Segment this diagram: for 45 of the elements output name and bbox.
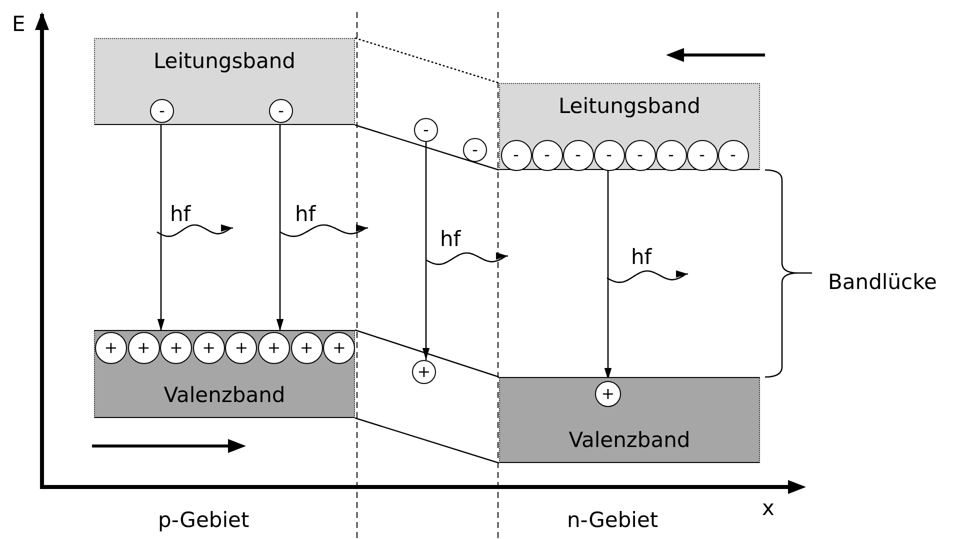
electron-circle: - <box>269 99 293 123</box>
electron-circle: - <box>562 140 594 170</box>
electron-circle: - <box>718 140 748 170</box>
conduction-band-box <box>499 83 760 170</box>
electron-circle: - <box>500 140 532 170</box>
photon-label: hf <box>170 204 191 225</box>
transition-arrow <box>604 170 612 380</box>
electron-circle: - <box>414 118 438 142</box>
hole-circle: + <box>323 332 356 364</box>
band-gap-label: Bandlücke <box>828 272 937 293</box>
electron-circle: - <box>686 140 718 170</box>
axis-label: E <box>12 14 26 35</box>
electron-circle: - <box>150 99 174 123</box>
band-label: Valenzband <box>162 383 286 407</box>
band-label: Leitungsband <box>152 49 297 73</box>
band-edge-line <box>354 417 500 464</box>
hole-circle: + <box>290 332 323 364</box>
region-label: n-Gebiet <box>567 510 658 531</box>
hole-circle: + <box>192 332 225 364</box>
region-label: p-Gebiet <box>158 510 250 531</box>
hole-circle: + <box>160 332 192 364</box>
electron-circle: - <box>532 140 562 170</box>
axis-label: x <box>762 498 774 519</box>
hole-circle: + <box>225 332 258 364</box>
electron-circle: - <box>624 140 656 170</box>
transition-arrow <box>422 142 430 360</box>
photon-label: hf <box>440 229 461 250</box>
valence-band-box <box>94 330 355 418</box>
electron-circle: - <box>656 140 686 170</box>
conduction-band-box <box>94 38 355 125</box>
electron-circle: - <box>463 138 487 162</box>
electron-circle: - <box>594 140 624 170</box>
hole-circle: + <box>128 332 160 364</box>
band-label: Leitungsband <box>557 94 702 118</box>
hole-circle: + <box>95 332 127 364</box>
band-edge-line <box>354 329 500 378</box>
hole-circle: + <box>258 332 290 364</box>
band-label: Valenzband <box>568 428 692 452</box>
band-edge-line <box>354 37 500 84</box>
band-edge-line <box>354 124 500 171</box>
photon-label: hf <box>631 247 652 268</box>
valence-band-box <box>499 377 760 463</box>
photon-label: hf <box>295 204 316 225</box>
hole-circle: + <box>412 360 436 384</box>
hole-circle: + <box>595 381 621 407</box>
